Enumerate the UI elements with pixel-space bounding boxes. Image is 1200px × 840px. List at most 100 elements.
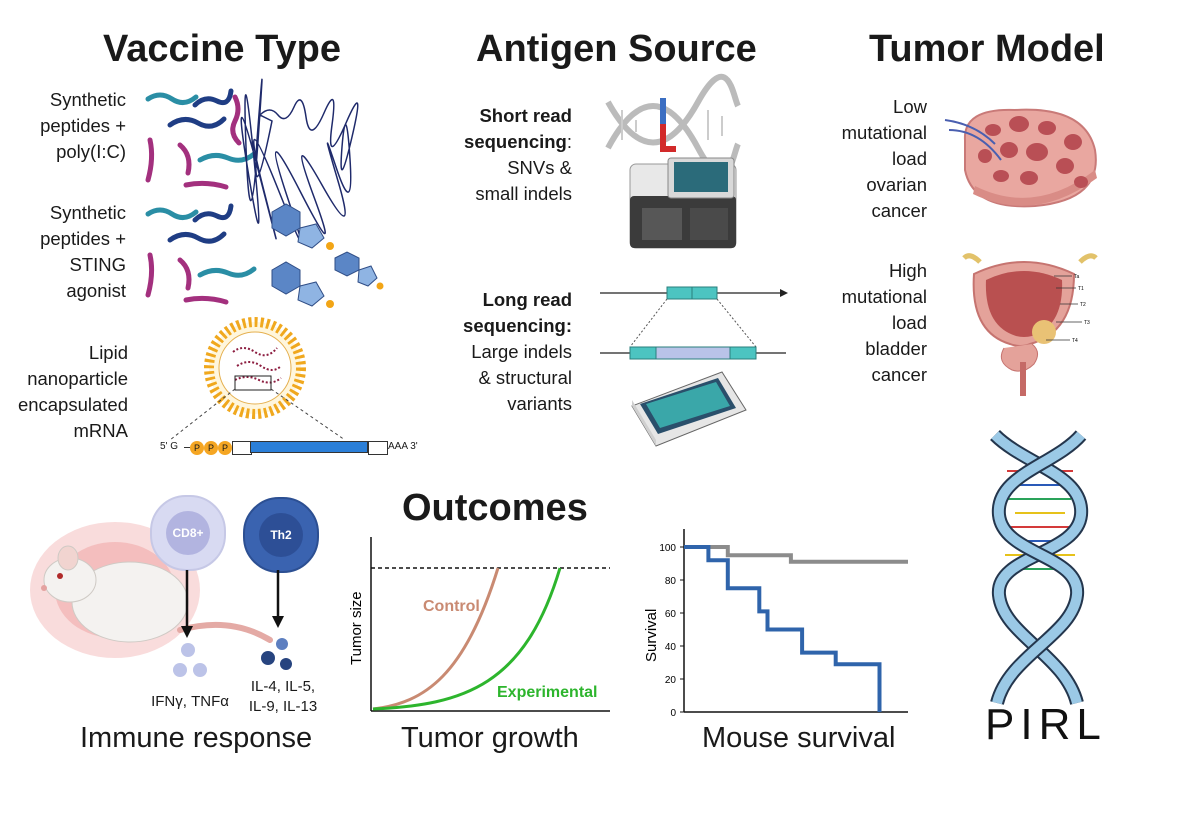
antigen-title: Short read (479, 105, 572, 126)
immune-arrows (181, 570, 284, 638)
survival-y-tick-label: 100 (659, 543, 676, 554)
vaccine-label-line: agonist (66, 280, 126, 301)
vaccine-label-line: encapsulated (17, 394, 128, 415)
cd8-cytokine-dots (173, 643, 207, 677)
vaccine-label-line: peptides + (40, 228, 126, 249)
vaccine-label-line: STING (69, 254, 126, 275)
tumor-label-line: load (892, 312, 927, 333)
th2-cytokines: IL-4, IL-5, IL-9, IL-13 (238, 677, 328, 717)
mrna-zoom-lines (169, 388, 346, 441)
survival-y-tick-label: 80 (665, 576, 677, 587)
experimental-growth-curve (372, 567, 562, 711)
outcomes-header: Outcomes (402, 487, 588, 529)
th2-cytokine-line: IL-9, IL-13 (248, 698, 318, 715)
bladder-stage-label: T1 (1078, 286, 1084, 292)
lipid-nanoparticle-icon (204, 317, 306, 419)
tumor-label-line: bladder (865, 338, 927, 359)
tumor-label-line: cancer (871, 200, 927, 221)
tumor-label-line: mutational (841, 122, 927, 143)
antigen-source-long-read: Long read sequencing: Large indels & str… (463, 287, 572, 417)
survival-y-tick-label: 0 (670, 708, 676, 719)
experimental-label: Experimental (497, 684, 597, 701)
tumor-label-line: High (888, 260, 927, 281)
mrna-cap: P (190, 441, 204, 455)
vaccine-label-line: nanoparticle (27, 368, 128, 389)
mrna-utr (368, 441, 388, 455)
survival-y-tick-label: 20 (665, 675, 677, 686)
bladder-stage-label: T2 (1080, 302, 1086, 308)
sting-agonist-molecule (271, 261, 334, 308)
vaccine-label-line: Synthetic (49, 202, 126, 223)
antigen-detail: SNVs & (507, 157, 572, 178)
pirl-logo-text: PIRL (985, 700, 1107, 749)
control-growth-curve (372, 567, 500, 711)
antigen-title: sequencing: (463, 315, 572, 336)
vaccine-label-line: peptides + (40, 115, 126, 136)
vaccine-label-line: Synthetic (49, 89, 126, 110)
cd8-cell: CD8+ (150, 495, 226, 571)
cd8-cytokines: IFNγ, TNFα (151, 693, 229, 710)
antigen-source-short-read: Short read sequencing: SNVs & small inde… (464, 103, 572, 207)
bladder-icon: Ta T1 T2 T3 T4 (962, 253, 1098, 396)
sting-agonist-molecule (271, 203, 334, 250)
mrna-poly-a-tail: AAA 3' (388, 441, 418, 452)
tumor-label-line: ovarian (866, 174, 927, 195)
antigen-detail: & structural (478, 367, 572, 388)
th2-cytokine-dots (261, 638, 292, 670)
survival-y-tick-label: 60 (665, 609, 677, 620)
antigen-title: sequencing (464, 131, 567, 152)
mrna-utr (232, 441, 252, 455)
ovary-icon (944, 108, 1097, 208)
tumor-label-line: Low (893, 96, 927, 117)
vaccine-type-peptides-sting: Synthetic peptides + STING agonist (40, 200, 126, 304)
vaccine-label-line: mRNA (73, 420, 128, 441)
survival-ylabel: Survival (643, 609, 660, 662)
peptides-sting-icon (145, 203, 384, 308)
short-read-sequencer-icon (629, 157, 737, 249)
survival-curve-experimental (684, 545, 908, 564)
survival-curve-control (684, 545, 882, 712)
th2-cytokine-line: IL-4, IL-5, (250, 678, 316, 695)
mrna-cap: P (204, 441, 218, 455)
tumor-label-line: cancer (871, 364, 927, 385)
long-read-sequencer-icon (631, 371, 747, 447)
pirl-dna-logo (990, 429, 1089, 706)
cd8-label: CD8+ (166, 511, 210, 555)
antigen-title: Long read (482, 289, 572, 310)
immune-response-caption: Immune response (80, 722, 313, 754)
vaccine-type-peptides-polyic: Synthetic peptides + poly(I:C) (40, 87, 126, 165)
tumor-growth-caption: Tumor growth (401, 722, 579, 754)
vaccine-label-line: poly(I:C) (56, 141, 126, 162)
long-read-diagram (600, 286, 788, 360)
mrna-cap: P (218, 441, 232, 455)
sting-agonist-molecule (334, 251, 384, 290)
tumor-label-line: mutational (841, 286, 927, 307)
peptides-polyic-icon (145, 78, 359, 243)
vaccine-type-header: Vaccine Type (103, 28, 341, 70)
antigen-detail: small indels (475, 183, 572, 204)
mouse-survival-caption: Mouse survival (702, 722, 896, 754)
th2-cell: Th2 (243, 497, 319, 573)
mrna-five-prime: 5' G (160, 441, 179, 452)
vaccine-type-lnp-mrna: Lipid nanoparticle encapsulated mRNA (18, 340, 128, 444)
antigen-detail: variants (507, 393, 572, 414)
bladder-stage-label: T4 (1072, 338, 1078, 344)
tumor-model-ovarian: Low mutational load ovarian cancer (842, 94, 927, 224)
mrna-coding-region (250, 441, 368, 453)
antigen-title-suffix: : (566, 131, 572, 152)
antigen-detail: Large indels (471, 341, 572, 362)
tumor-growth-chart: Tumor size Control Experimental (348, 537, 610, 712)
th2-label: Th2 (259, 513, 303, 557)
control-label: Control (423, 598, 480, 615)
antigen-source-header: Antigen Source (476, 28, 757, 70)
mrna-construct: 5' G P P P AAA 3' (160, 440, 418, 456)
tumor-label-line: load (892, 148, 927, 169)
survival-y-tick-label: 40 (665, 642, 677, 653)
mouse-icon (30, 522, 273, 658)
tumor-model-bladder: High mutational load bladder cancer (842, 258, 927, 388)
vaccine-label-line: Lipid (88, 342, 128, 363)
bladder-stage-label: Ta (1074, 274, 1080, 280)
tumor-model-header: Tumor Model (869, 28, 1105, 70)
growth-ylabel: Tumor size (348, 591, 365, 665)
